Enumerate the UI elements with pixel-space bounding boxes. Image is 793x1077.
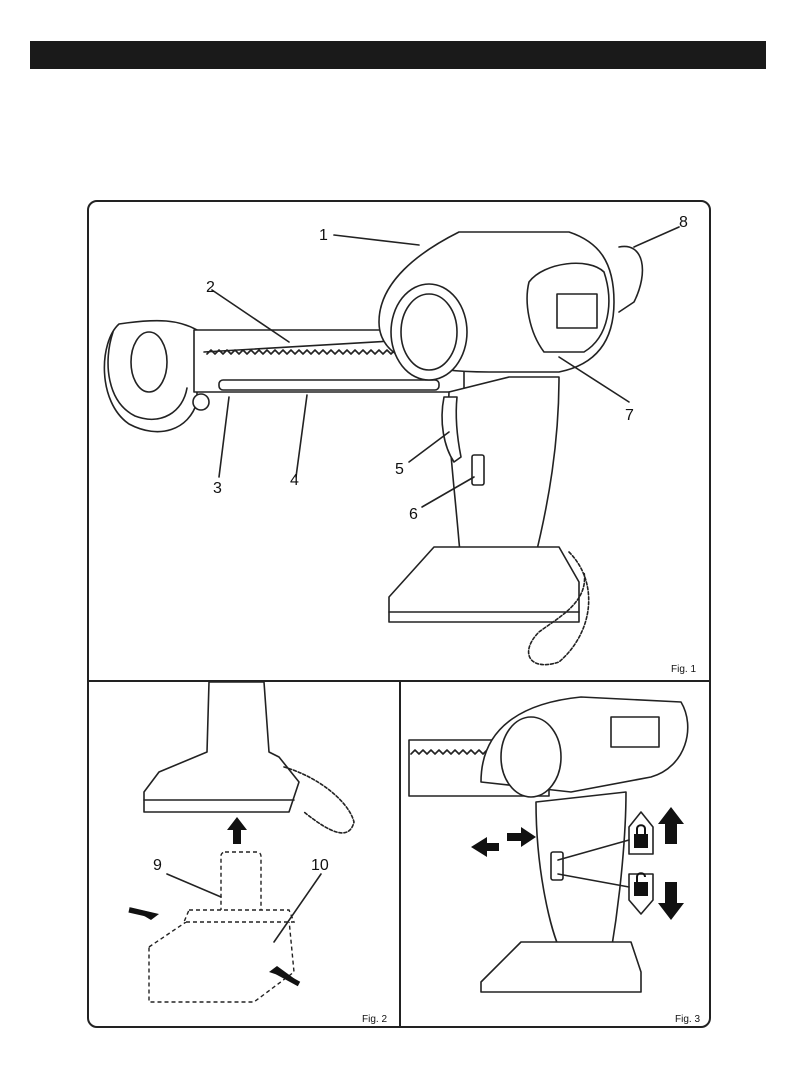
arrow-left-icon bbox=[471, 837, 487, 857]
slide-arrows bbox=[471, 827, 536, 857]
fig3-illustration bbox=[401, 682, 711, 1028]
arrow-up-icon bbox=[658, 807, 684, 844]
callout-6: 6 bbox=[409, 506, 418, 523]
figure-frame: 1 2 3 4 5 6 7 8 Fig. 1 9 10 Fig. 2 bbox=[87, 200, 711, 1028]
callout-1: 1 bbox=[319, 227, 328, 244]
callout-3: 3 bbox=[213, 480, 222, 497]
switch bbox=[472, 455, 484, 485]
callout-10: 10 bbox=[311, 857, 329, 874]
arrow-down-icon bbox=[658, 882, 684, 920]
unlock-icon bbox=[629, 873, 653, 914]
callout-8: 8 bbox=[679, 214, 688, 231]
fig3-caption: Fig. 3 bbox=[675, 1014, 700, 1025]
fig2-caption: Fig. 2 bbox=[362, 1014, 387, 1025]
arrow-up-icon bbox=[227, 817, 247, 844]
fig2-illustration: 9 10 bbox=[89, 682, 399, 1028]
cradle-front bbox=[104, 321, 197, 432]
callout-7: 7 bbox=[625, 407, 634, 424]
callout-5: 5 bbox=[395, 461, 404, 478]
callout-2: 2 bbox=[206, 279, 215, 296]
lock-icon bbox=[629, 812, 653, 854]
callout-9: 9 bbox=[153, 857, 162, 874]
handle bbox=[449, 377, 559, 562]
arrow-right-icon bbox=[521, 827, 536, 847]
callout-4: 4 bbox=[290, 472, 299, 489]
header-bar bbox=[30, 41, 766, 69]
battery-base bbox=[389, 547, 579, 622]
hanging-hook bbox=[619, 246, 642, 312]
fig1-illustration: 1 2 3 4 5 6 7 8 bbox=[89, 202, 709, 680]
fig1-caption: Fig. 1 bbox=[671, 664, 696, 675]
